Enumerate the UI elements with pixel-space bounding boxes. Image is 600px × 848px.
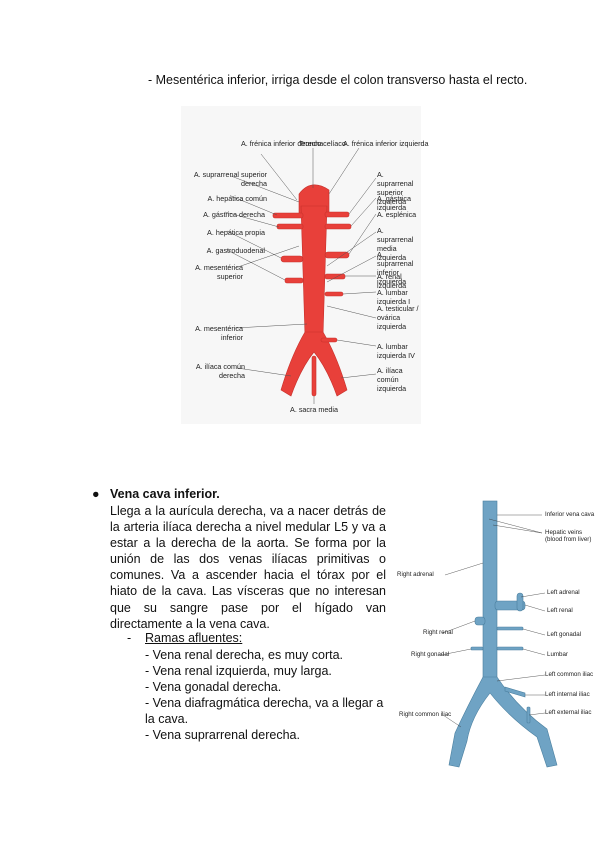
cava-label-7: Left internal iliac xyxy=(545,691,590,698)
list-item: - Vena diafragmática derecha, va a llega… xyxy=(145,696,384,727)
label-left-5: A. mesentérica superior xyxy=(195,263,243,281)
label-right-6: A. lumbar izquierda I xyxy=(377,288,411,306)
bullet: ● xyxy=(92,487,100,501)
label-frenica-derecha: A. frénica inferior derecha xyxy=(241,139,324,148)
label-right-9: A. ilíaca común izquierda xyxy=(377,366,407,393)
label-right-7: A. testicular / ovárica izquierda xyxy=(377,304,419,331)
cava-left-label-3: Right common iliac xyxy=(399,711,452,718)
vena-cava-illustration xyxy=(440,500,558,768)
label-right-5: A. renal izquierda xyxy=(377,272,407,290)
sub-title: Ramas afluentes: xyxy=(145,631,243,645)
label-left-4: A. gastroduodenal xyxy=(206,246,265,255)
cava-label-2: Left adrenal xyxy=(547,589,580,596)
list-item: - Vena renal izquierda, muy larga. xyxy=(145,664,332,679)
label-right-0: A. suprarrenal superior izquierda xyxy=(377,170,414,206)
cava-label-1: Hepatic veins (blood from liver) xyxy=(545,529,592,543)
section-title: Vena cava inferior. xyxy=(110,487,220,501)
section-paragraph: Llega a la aurícula derecha, va a nacer … xyxy=(110,504,386,631)
cava-label-8: Left external iliac xyxy=(545,709,592,716)
sub-dash: - xyxy=(127,631,132,645)
list-item: - Vena suprarrenal derecha. xyxy=(145,728,300,743)
cava-left-label-0: Right adrenal xyxy=(397,571,434,578)
label-right-1: A. gástrica izquierda xyxy=(377,194,411,212)
label-left-0: A. suprarrenal superior derecha xyxy=(193,170,267,188)
label-right-3: A. suprarrenal media izquierda xyxy=(377,226,414,262)
aorta-figure: A. frénica inferior derecha Tronco celía… xyxy=(181,106,429,424)
vena-cava-figure: Inferior vena cava Hepatic veins (blood … xyxy=(397,497,597,769)
label-left-1: A. hepática común xyxy=(207,194,267,203)
label-left-3: A. hepática propia xyxy=(207,228,265,237)
cava-label-5: Lumbar xyxy=(547,651,568,658)
cava-label-6: Left common iliac xyxy=(545,671,594,678)
label-left-2: A. gástrica derecha xyxy=(203,210,265,219)
list-item: - Vena gonadal derecha. xyxy=(145,680,282,695)
cava-label-4: Left gonadal xyxy=(547,631,582,638)
label-right-4: A. suprarrenal inferior izquierda xyxy=(377,250,414,286)
cava-left-label-1: Right renal xyxy=(423,629,453,636)
label-right-2: A. esplénica xyxy=(377,210,417,219)
cava-left-label-2: Right gonadal xyxy=(411,651,450,658)
intro-text: - Mesentérica inferior, irriga desde el … xyxy=(148,73,528,87)
label-right-8: A. lumbar izquierda IV xyxy=(377,342,415,360)
cava-label-3: Left renal xyxy=(547,607,573,614)
label-frenica-izquierda: A. frénica inferior izquierda xyxy=(343,139,429,148)
label-tronco-celiaco: Tronco celíaco xyxy=(299,139,346,148)
list-item: - Vena renal derecha, es muy corta. xyxy=(145,648,344,662)
label-left-6: A. mesentérica inferior xyxy=(195,324,243,342)
label-left-7: A. ilíaca común derecha xyxy=(195,362,245,380)
label-sacra-media: A. sacra media xyxy=(290,405,338,414)
aorta-illustration xyxy=(224,147,377,404)
cava-label-0: Inferior vena cava xyxy=(545,511,595,518)
branches-list: - Vena renal derecha, es muy corta. - Ve… xyxy=(145,647,387,744)
